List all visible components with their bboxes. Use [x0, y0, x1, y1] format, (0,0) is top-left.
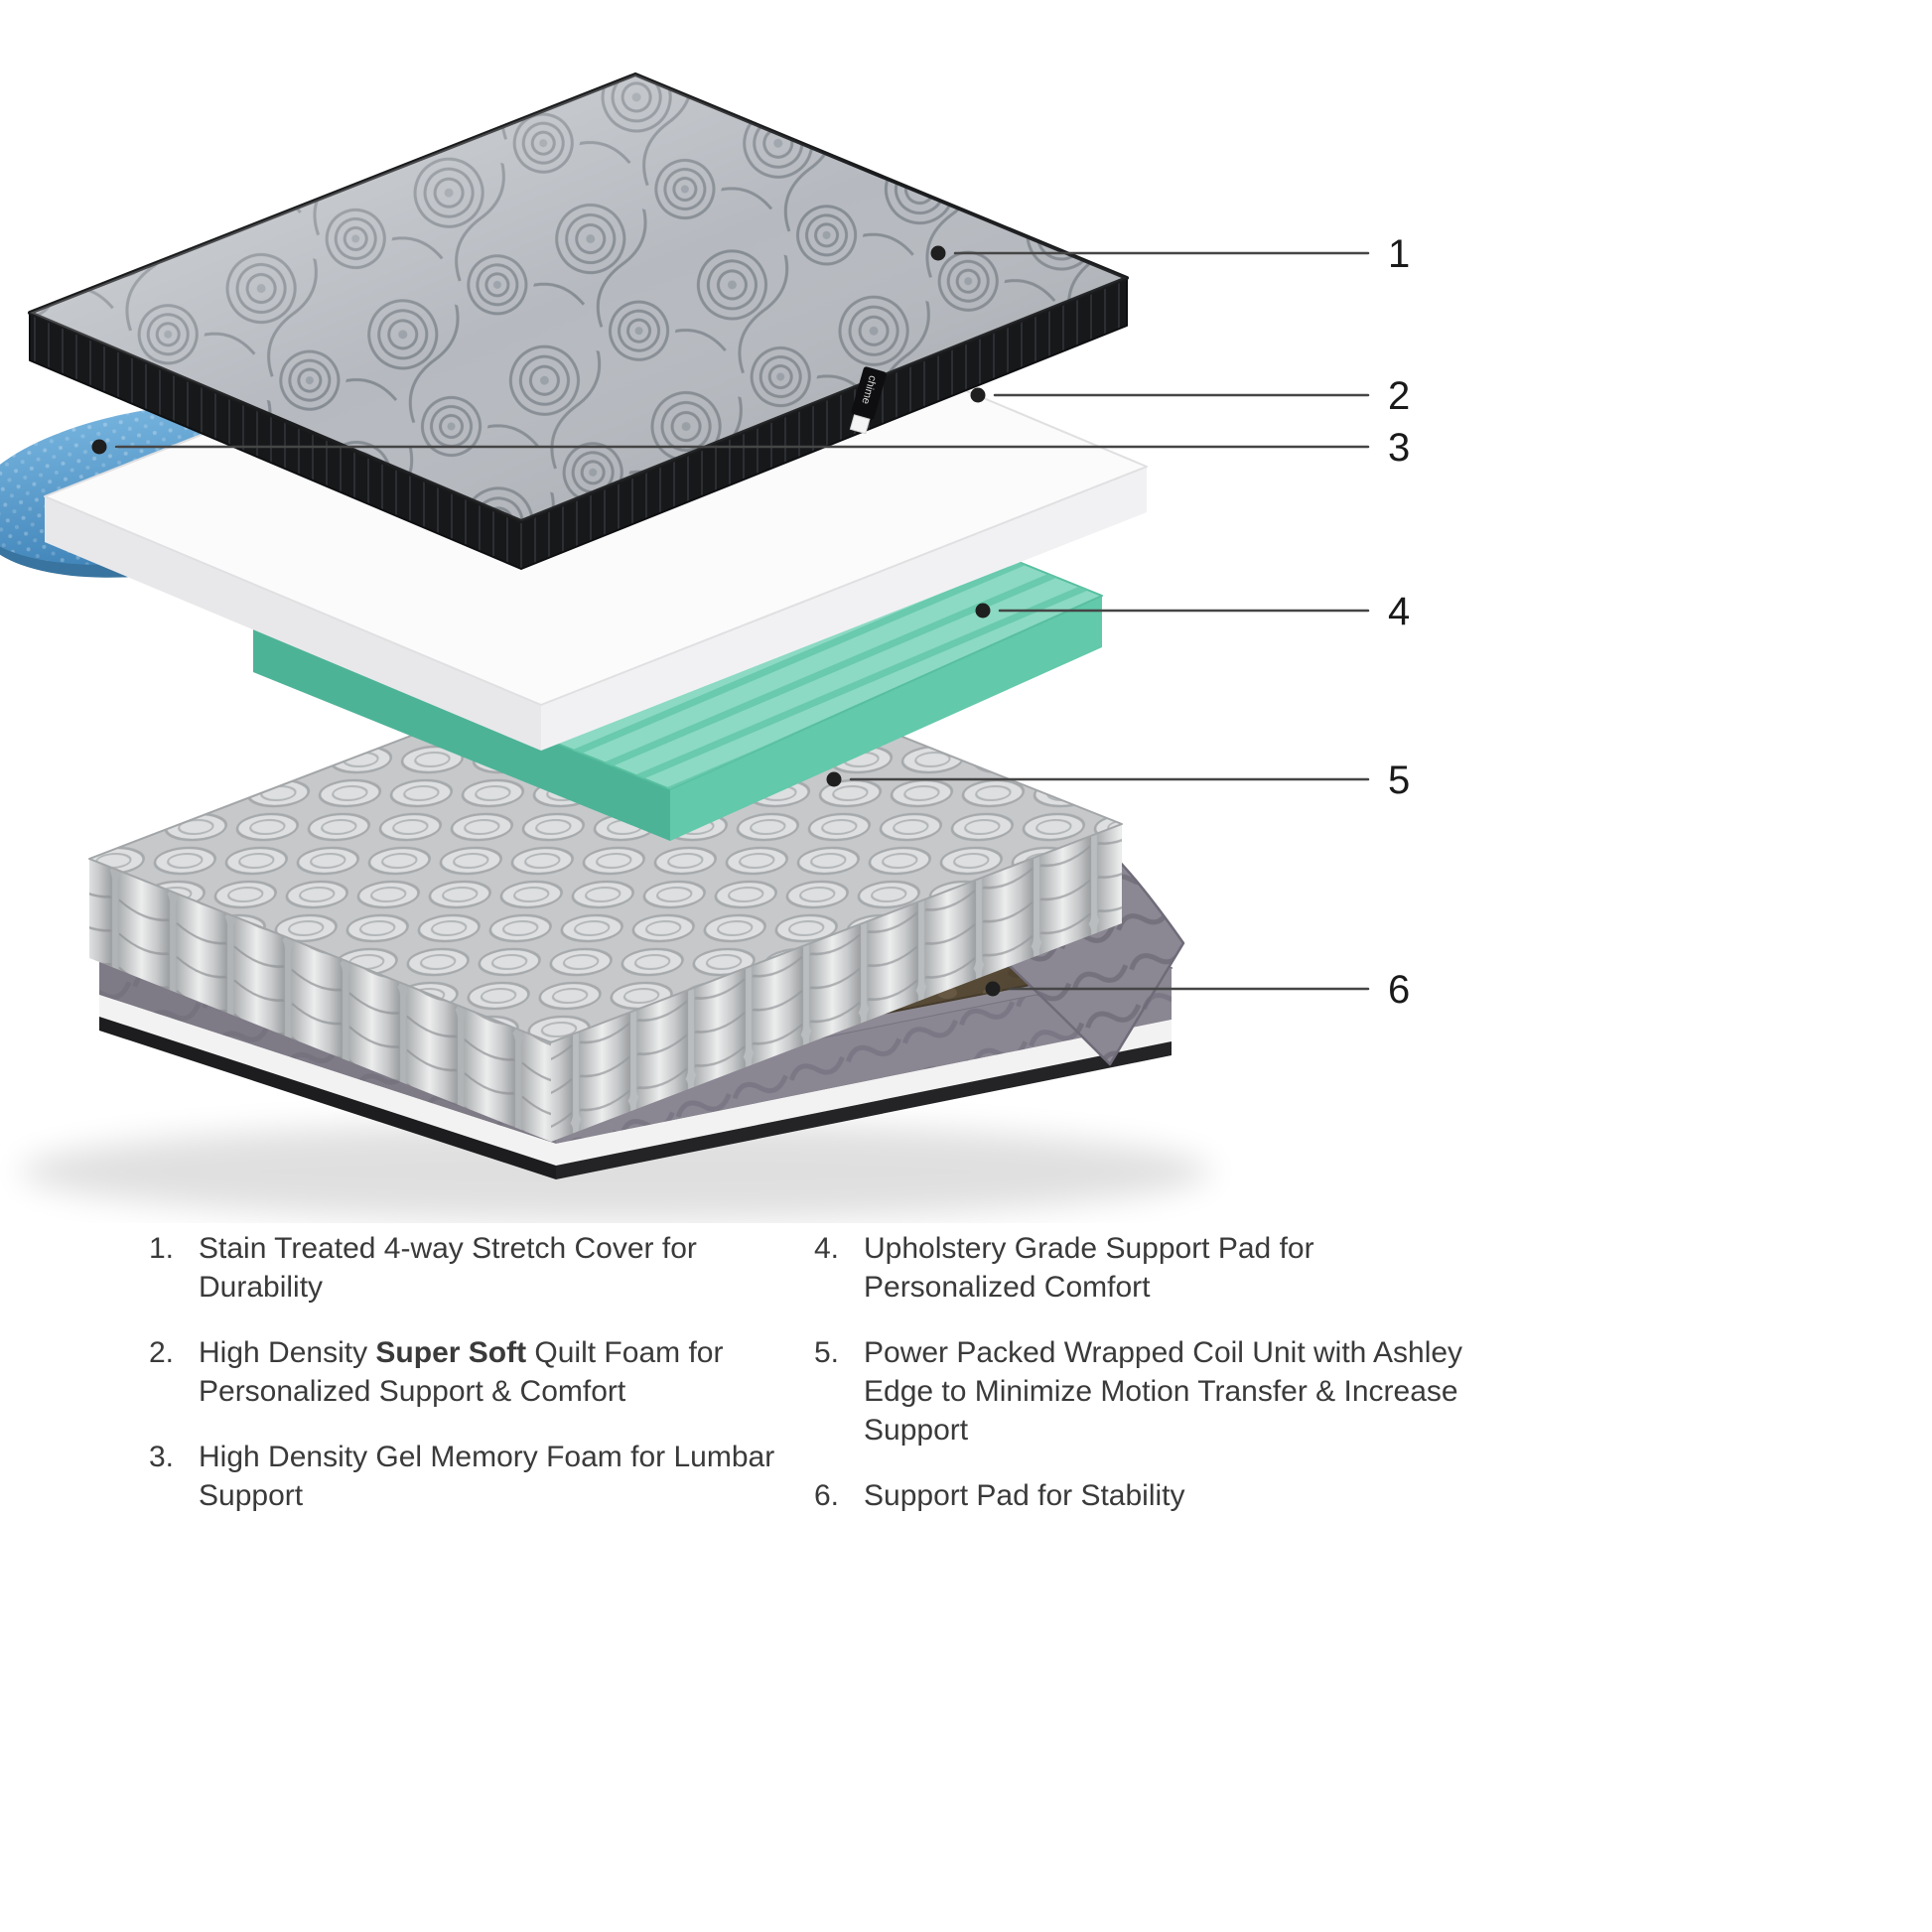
coil-front-left-face	[89, 859, 551, 1142]
callout-dot	[826, 771, 842, 787]
legend-item-text: Stain Treated 4-way Stretch Cover for Du…	[199, 1232, 697, 1304]
foundation-white-left	[99, 995, 556, 1166]
callout-5: 5	[826, 759, 1410, 802]
legend-item-1: 1. Stain Treated 4-way Stretch Cover for…	[149, 1229, 784, 1307]
legend-item-4: 4. Upholstery Grade Support Pad for Pers…	[814, 1229, 1489, 1307]
teal-side-left	[253, 621, 670, 841]
callout-number: 6	[1388, 968, 1410, 1012]
callout-6: 6	[985, 968, 1410, 1012]
white-foam-side-left	[45, 496, 541, 751]
legend-item-text: Power Packed Wrapped Coil Unit with Ashl…	[864, 1336, 1463, 1447]
legend-item-number: 3.	[149, 1441, 175, 1473]
callouts: 1 2 3 4 5	[91, 232, 1410, 1012]
legend-item-2: 2. High Density Super Soft Quilt Foam fo…	[149, 1333, 784, 1411]
legend-item-text: Support Pad for Stability	[864, 1479, 1185, 1512]
callout-number: 3	[1388, 426, 1410, 470]
legend-item-3: 3. High Density Gel Memory Foam for Lumb…	[149, 1438, 784, 1515]
cover-sheen	[30, 74, 1127, 521]
callout-number: 5	[1388, 759, 1410, 802]
base-bottom-edge-left	[99, 1017, 556, 1179]
legend-item-text: High Density Gel Memory Foam for Lumbar …	[199, 1441, 775, 1512]
layer-stretch-cover: chime	[28, 72, 1129, 570]
base-side-right	[556, 968, 1172, 1144]
legend-item-number: 6.	[814, 1479, 840, 1512]
callout-dot	[970, 387, 986, 403]
legend-column-right: 4. Upholstery Grade Support Pad for Pers…	[814, 1229, 1489, 1542]
legend-item-6: 6. Support Pad for Stability	[814, 1476, 1489, 1515]
foundation-white-right	[556, 1020, 1172, 1166]
legend-item-number: 4.	[814, 1232, 840, 1265]
coil-front-right-face	[551, 824, 1122, 1142]
legend-column-left: 1. Stain Treated 4-way Stretch Cover for…	[149, 1229, 784, 1542]
legend-item-number: 5.	[814, 1336, 840, 1369]
legend-item-text: High Density Super Soft Quilt Foam for P…	[199, 1336, 724, 1408]
base-bottom-edge-right	[556, 1041, 1172, 1179]
callout-dot	[985, 981, 1001, 997]
callout-dot	[975, 603, 991, 619]
legend-item-text: Upholstery Grade Support Pad for Persona…	[864, 1232, 1314, 1304]
callout-3: 3	[91, 426, 1410, 470]
white-foam-side-right	[541, 467, 1147, 751]
callout-2: 2	[970, 374, 1410, 418]
legend-item-number: 1.	[149, 1232, 175, 1265]
callout-number: 4	[1388, 590, 1410, 633]
callout-dot	[91, 439, 107, 455]
legend-item-number: 2.	[149, 1336, 175, 1369]
callout-1: 1	[930, 232, 1410, 276]
floor-shadow	[20, 1122, 1211, 1221]
callout-number: 1	[1388, 232, 1410, 276]
callout-4: 4	[975, 590, 1410, 633]
legend-item-5: 5. Power Packed Wrapped Coil Unit with A…	[814, 1333, 1489, 1449]
brand-tag: chime	[849, 366, 887, 435]
callout-dot	[930, 245, 946, 261]
callout-number: 2	[1388, 374, 1410, 418]
mattress-diagram: chime 1 2 3 4	[0, 72, 1410, 1221]
teal-side-right	[670, 596, 1102, 841]
